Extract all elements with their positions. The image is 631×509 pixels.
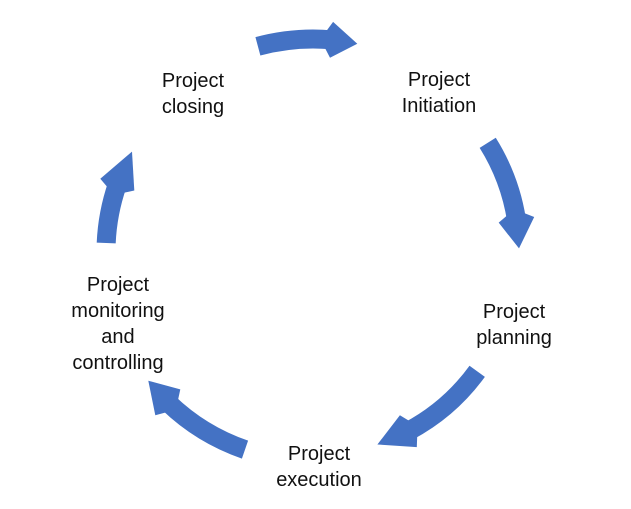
curved-arrow-project-initiation-to-project-planning [479,137,535,249]
curved-arrow-project-planning-to-project-execution [377,365,485,448]
arrowhead-icon [100,151,135,195]
node-label: Project planning [476,301,552,349]
arrowhead-icon [498,209,535,249]
curved-arrow-project-execution-to-project-monitoring-and-controlling [148,380,249,459]
curved-arrow-project-monitoring-and-controlling-to-project-closing [96,151,135,244]
node-label: Project closing [161,70,225,118]
node-project-monitoring-and-controlling: Project monitoring and controlling [71,246,164,376]
node-label: Project monitoring and controlling [71,274,165,374]
node-project-execution: Project execution [276,415,362,493]
node-label: Project Initiation [401,69,477,117]
arrowhead-icon [377,415,418,448]
node-project-initiation: Project Initiation [402,41,477,119]
arrowhead-icon [148,380,181,416]
node-project-planning: Project planning [476,273,552,351]
curved-arrow-project-closing-to-project-initiation [255,21,358,58]
node-label: Project execution [276,443,362,491]
node-project-closing: Project closing [162,42,224,120]
arrowhead-icon [320,21,358,58]
